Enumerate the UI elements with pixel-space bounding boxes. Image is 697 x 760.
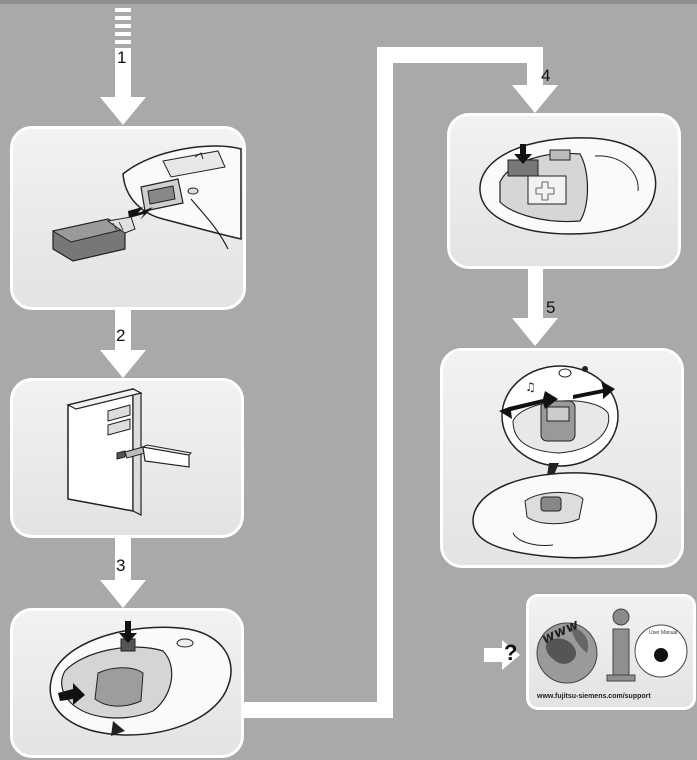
receiver-removal-illustration (51, 145, 242, 262)
step-3-number: 3 (116, 556, 126, 575)
power-switch-illustration: ♫ (472, 365, 658, 559)
arrow-2 (100, 310, 146, 378)
step-2-number: 2 (116, 326, 126, 345)
arrow-5 (512, 266, 558, 346)
battery-insert-illustration (479, 137, 657, 235)
help-arrow (484, 640, 520, 670)
step-2-panel (10, 378, 244, 538)
step-1-panel (10, 126, 246, 310)
arrow-3 (100, 538, 146, 608)
support-illustration: www (536, 608, 688, 684)
arrow-1-dashes (115, 8, 131, 44)
step-4-number: 4 (541, 66, 551, 85)
arrow-4 (512, 85, 558, 113)
arrow-1 (100, 48, 146, 125)
connector-3-to-4 (243, 47, 543, 718)
step-3-panel (10, 608, 244, 758)
step-5-panel: ♫ (440, 348, 684, 568)
computer-plug-illustration (66, 388, 193, 516)
step-5-number: 5 (546, 298, 556, 317)
cd-label: User Manual (649, 630, 678, 636)
battery-cover-illustration (49, 621, 232, 736)
step-1-number: 1 (117, 48, 127, 67)
help-question-mark: ? (504, 640, 518, 665)
support-panel[interactable]: www User Manual www.fujitsu-siemens.com/… (526, 594, 696, 710)
svg-text:♫: ♫ (525, 380, 536, 394)
step-4-panel (447, 113, 681, 269)
support-url[interactable]: www.fujitsu-siemens.com/support (537, 693, 651, 700)
